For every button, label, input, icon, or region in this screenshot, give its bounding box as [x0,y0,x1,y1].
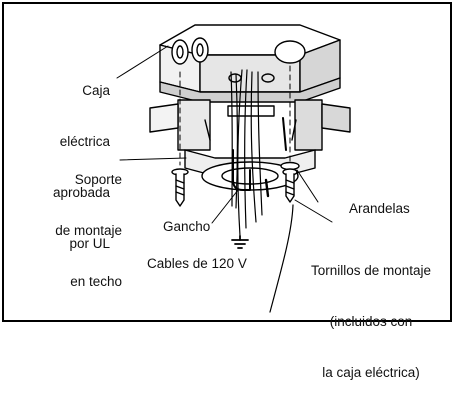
left-mounting-screw [171,71,189,207]
wires [230,69,263,237]
right-mounting-screw [280,65,300,203]
washers-label: Arandelas [349,201,410,216]
leader-lines [116,45,333,224]
ceiling-bracket-label: Soporte de montaje en techo [55,137,122,307]
junction-box [159,24,341,103]
ceiling-bracket-label-line-2: de montaje [55,223,122,238]
ground-symbol-icon [231,235,249,249]
wires-label: Cables de 120 V [147,256,247,271]
mounting-screws-label: Tornillos de montaje (incluidos con la c… [298,228,444,398]
ceiling-bracket [149,99,351,191]
junction-box-label-line-2: eléctrica [59,134,110,149]
junction-box-label-line-3: aprobada [52,185,110,200]
junction-box-label: Caja eléctrica aprobada por UL [53,48,110,269]
junction-box-label-line-1: Caja [82,83,110,98]
bracket-screw [264,117,287,198]
mounting-screws-label-line-2: (incluidos con [329,314,413,329]
junction-box-label-line-4: por UL [69,236,110,251]
trailing-wire [269,204,294,313]
hook-label: Gancho [163,219,211,234]
ceiling-bracket-label-line-1: Soporte [74,172,122,187]
mounting-screws-label-line-3: la caja eléctrica) [322,365,420,380]
ceiling-bracket-label-line-3: en techo [70,274,122,289]
mounting-screws-label-line-1: Tornillos de montaje [310,263,432,278]
junction-box-illustration [116,24,351,313]
